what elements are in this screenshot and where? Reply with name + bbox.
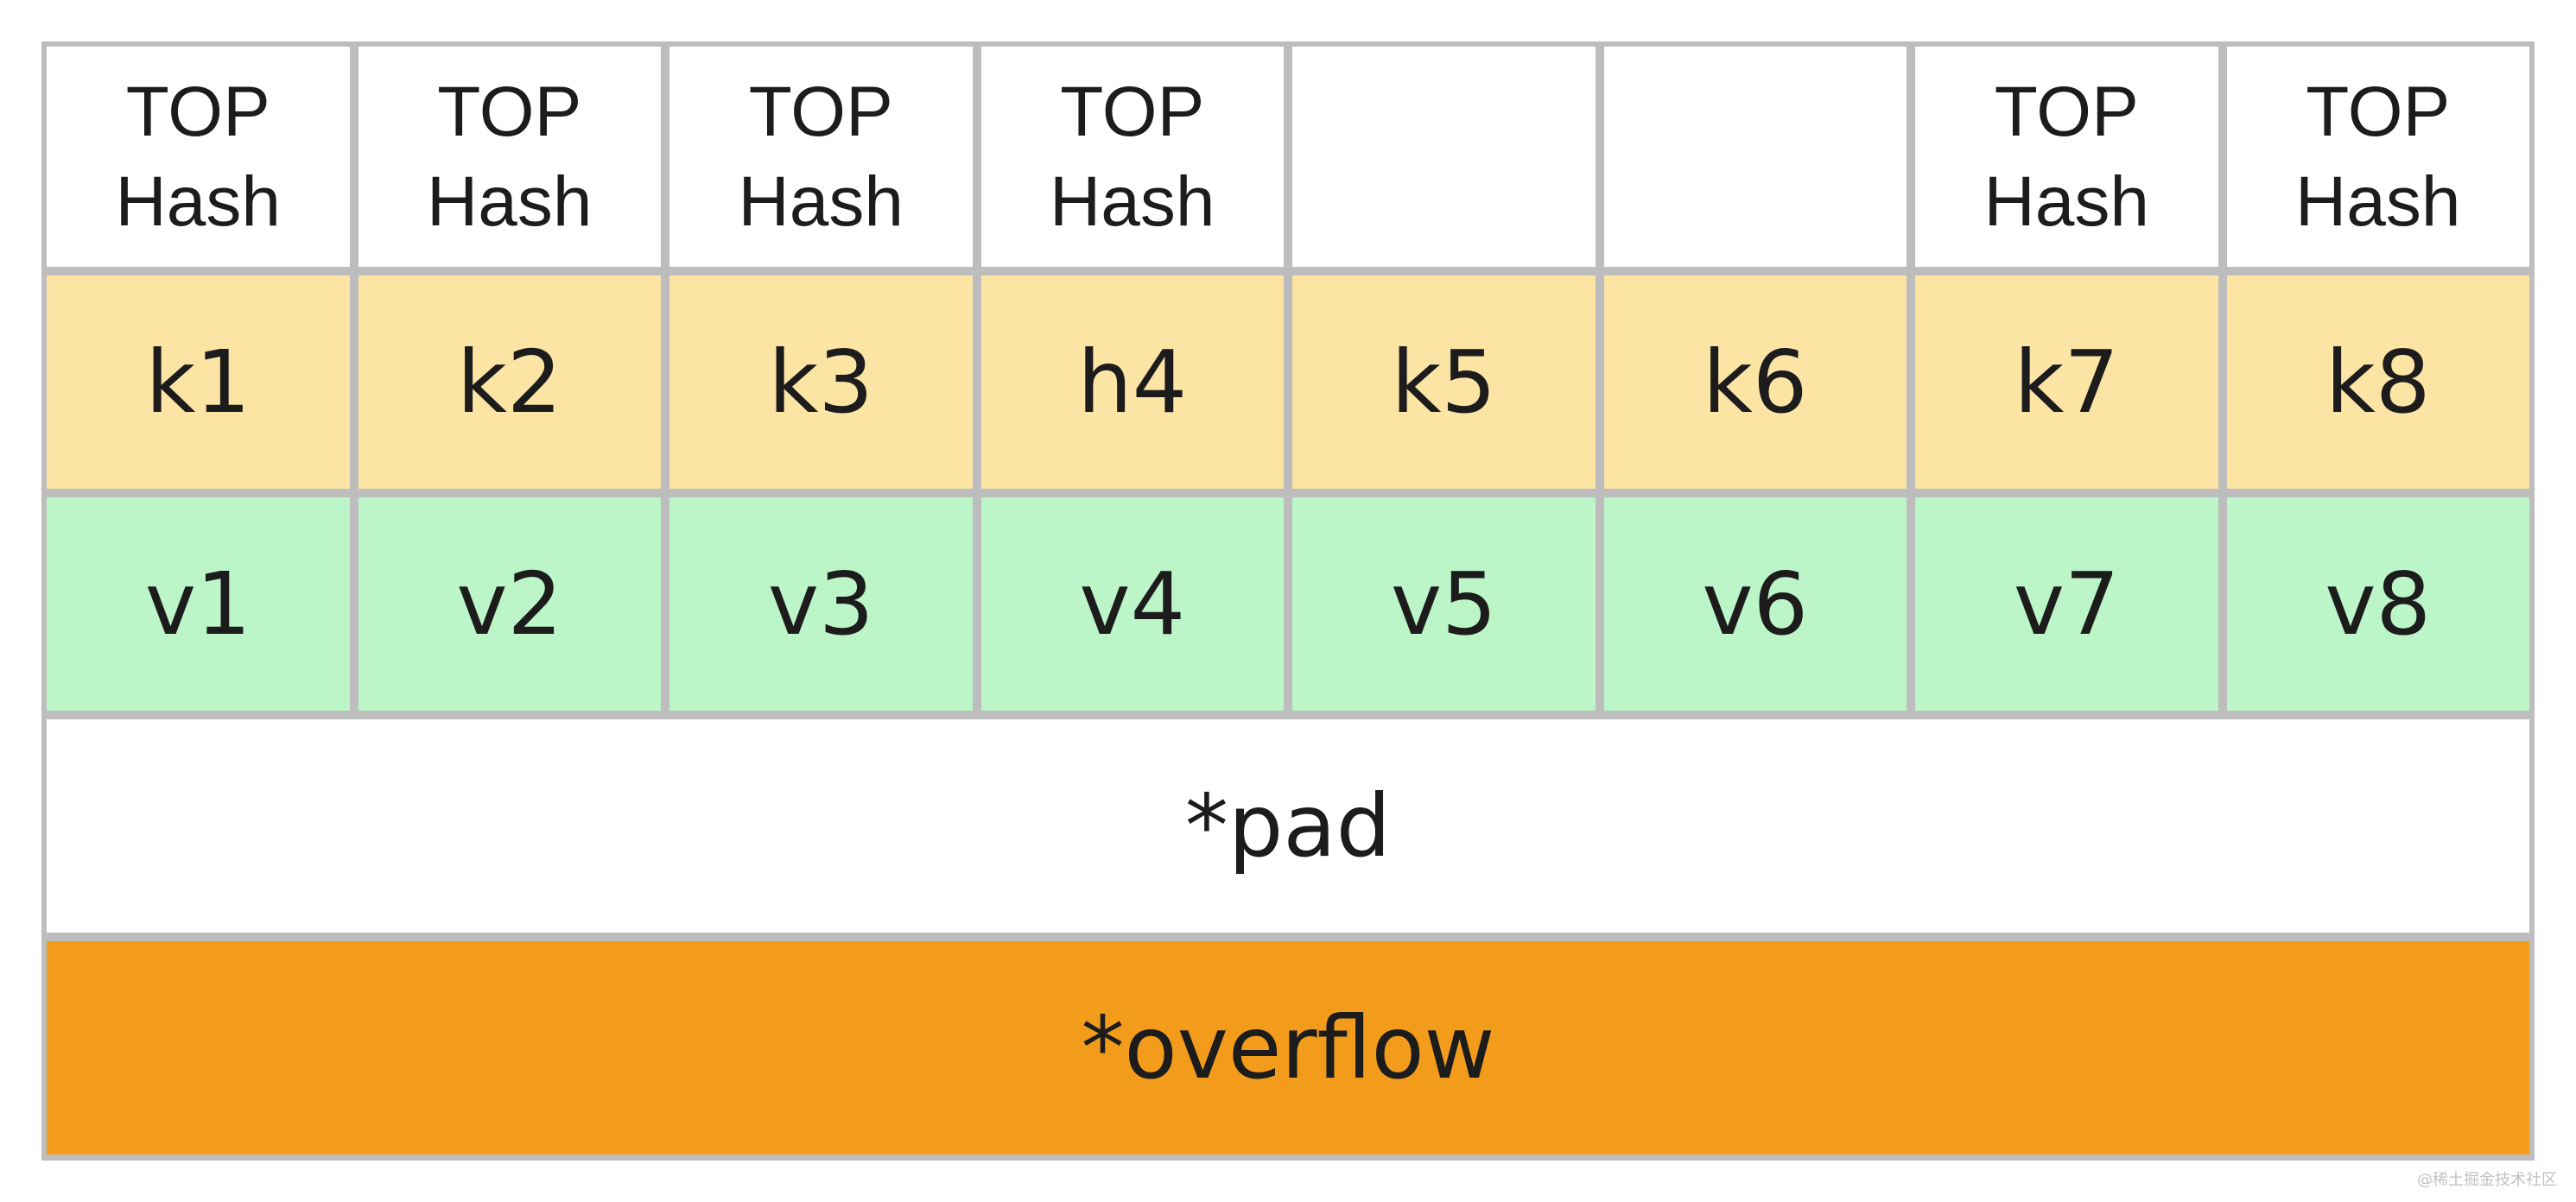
key-cell: k8 (2226, 275, 2529, 489)
key-cell: k3 (669, 275, 973, 489)
tophash-cell: TOP Hash (2226, 47, 2529, 267)
value-cell: v1 (47, 497, 350, 711)
value-cell: v5 (1292, 497, 1596, 711)
tophash-row: TOP Hash TOP Hash TOP Hash TOP Hash TOP … (47, 47, 2529, 267)
value-cell: v3 (669, 497, 973, 711)
watermark: @稀土掘金技术社区 (2417, 1171, 2557, 1189)
key-row: k1 k2 k3 h4 k5 k6 k7 k8 (47, 275, 2529, 489)
key-cell: k5 (1292, 275, 1596, 489)
tophash-cell: TOP Hash (1915, 47, 2218, 267)
pad-bar: *pad (47, 719, 2529, 933)
overflow-bar: *overflow (47, 941, 2529, 1155)
tophash-cell: TOP Hash (669, 47, 973, 267)
tophash-cell: TOP Hash (980, 47, 1284, 267)
tophash-cell (1292, 47, 1596, 267)
value-row: v1 v2 v3 v4 v5 v6 v7 v8 (47, 497, 2529, 711)
tophash-cell: TOP Hash (358, 47, 661, 267)
key-cell: h4 (980, 275, 1284, 489)
value-cell: v8 (2226, 497, 2529, 711)
tophash-cell (1603, 47, 1907, 267)
tophash-cell: TOP Hash (47, 47, 350, 267)
value-cell: v2 (358, 497, 661, 711)
key-cell: k2 (358, 275, 661, 489)
key-cell: k1 (47, 275, 350, 489)
key-cell: k7 (1915, 275, 2218, 489)
key-cell: k6 (1603, 275, 1907, 489)
value-cell: v7 (1915, 497, 2218, 711)
value-cell: v6 (1603, 497, 1907, 711)
bucket-diagram: TOP Hash TOP Hash TOP Hash TOP Hash TOP … (41, 41, 2535, 1161)
value-cell: v4 (980, 497, 1284, 711)
